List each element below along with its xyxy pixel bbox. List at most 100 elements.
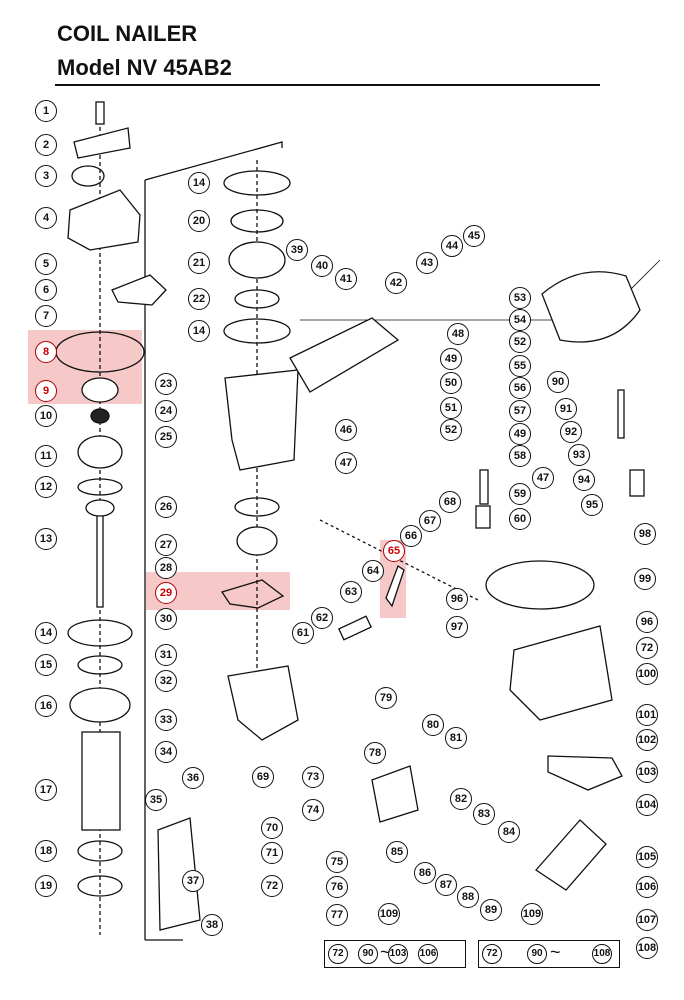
callout-part-96: 96: [446, 588, 468, 610]
part-105-feeder: [535, 819, 607, 891]
callout-part-101: 101: [636, 704, 658, 726]
callout-part-11: 11: [35, 445, 57, 467]
range-tilde: ~: [380, 942, 391, 962]
callout-part-77: 77: [326, 904, 348, 926]
callout-part-56: 56: [509, 377, 531, 399]
callout-part-83: 83: [473, 803, 495, 825]
part-4-cap: [67, 189, 141, 251]
callout-part-30: 30: [155, 608, 177, 630]
callout-part-94: 94: [573, 469, 595, 491]
callout-part-54: 54: [509, 309, 531, 331]
part-41-handle: [289, 317, 400, 393]
callout-part-17: 17: [35, 779, 57, 801]
callout-part-13: 13: [35, 528, 57, 550]
callout-part-19: 19: [35, 875, 57, 897]
part-99-reel-plate: [485, 560, 595, 610]
callout-part-62: 62: [311, 607, 333, 629]
part-9-valve-plate: [81, 377, 119, 403]
callout-part-89: 89: [480, 899, 502, 921]
set-item-90: 90: [527, 944, 547, 964]
callout-part-52: 52: [440, 419, 462, 441]
callout-part-23: 23: [155, 373, 177, 395]
callout-part-50: 50: [440, 372, 462, 394]
callout-part-48: 48: [447, 323, 469, 345]
callout-part-24: 24: [155, 400, 177, 422]
callout-part-91: 91: [555, 398, 577, 420]
part-10-bushing: [90, 408, 110, 424]
callout-part-63: 63: [340, 581, 362, 603]
callout-part-88: 88: [457, 886, 479, 908]
part-13-driver-blade: [96, 504, 104, 608]
callout-part-92: 92: [560, 421, 582, 443]
callout-part-73: 73: [302, 766, 324, 788]
callout-part-59: 59: [509, 483, 531, 505]
set-item-90: 90: [358, 944, 378, 964]
callout-part-32: 32: [155, 670, 177, 692]
callout-part-1: 1: [35, 100, 57, 122]
callout-part-104: 104: [636, 794, 658, 816]
callout-part-86: 86: [414, 862, 436, 884]
callout-part-6: 6: [35, 279, 57, 301]
callout-part-97: 97: [446, 616, 468, 638]
part-100-magazine-body: [509, 625, 613, 721]
callout-part-66: 66: [400, 525, 422, 547]
callout-part-49: 49: [509, 423, 531, 445]
callout-part-49: 49: [440, 348, 462, 370]
callout-part-80: 80: [422, 714, 444, 736]
part-17-cylinder: [81, 731, 121, 831]
part-24-body: [224, 369, 299, 471]
callout-part-93: 93: [568, 444, 590, 466]
callout-part-26: 26: [155, 496, 177, 518]
callout-part-14: 14: [35, 622, 57, 644]
callout-part-37: 37: [182, 870, 204, 892]
part-32-nose: [227, 665, 299, 741]
callout-part-76: 76: [326, 876, 348, 898]
range-tilde: ~: [550, 942, 561, 962]
callout-part-34: 34: [155, 741, 177, 763]
callout-part-78: 78: [364, 742, 386, 764]
callout-part-47: 47: [532, 467, 554, 489]
callout-part-100: 100: [636, 663, 658, 685]
part-95-spring: [629, 469, 645, 497]
part-20-o-ring: [230, 209, 284, 233]
callout-part-46: 46: [335, 419, 357, 441]
part-1-bolt: [95, 101, 105, 125]
callout-part-4: 4: [35, 207, 57, 229]
callout-part-84: 84: [498, 821, 520, 843]
callout-part-9: 9: [35, 380, 57, 402]
parts-set-box: [478, 940, 620, 968]
part-103-plate: [547, 755, 623, 791]
parts-set-box: [324, 940, 466, 968]
part-63-shaft: [338, 615, 372, 641]
part-14-o-ring-mid: [223, 318, 291, 344]
callout-part-68: 68: [439, 491, 461, 513]
callout-part-8: 8: [35, 341, 57, 363]
assembly-frame-line: [144, 141, 283, 181]
callout-part-109: 109: [521, 903, 543, 925]
callout-part-42: 42: [385, 272, 407, 294]
callout-part-60: 60: [509, 508, 531, 530]
callout-part-38: 38: [201, 914, 223, 936]
diagram-title: COIL NAILER: [57, 21, 198, 46]
callout-part-106: 106: [636, 876, 658, 898]
model-title: Model NV 45AB2: [57, 55, 232, 80]
callout-part-16: 16: [35, 695, 57, 717]
callout-part-10: 10: [35, 405, 57, 427]
title-underline: [55, 84, 600, 86]
part-11-piston-head: [77, 435, 123, 469]
callout-part-31: 31: [155, 644, 177, 666]
callout-part-3: 3: [35, 165, 57, 187]
callout-part-41: 41: [335, 268, 357, 290]
part-16-bumper: [69, 687, 131, 723]
set-item-72: 72: [482, 944, 502, 964]
callout-part-57: 57: [509, 400, 531, 422]
set-item-103: 103: [388, 944, 408, 964]
part-3-gasket: [71, 165, 105, 187]
callout-part-81: 81: [445, 727, 467, 749]
callout-part-21: 21: [188, 252, 210, 274]
part-22-o-ring: [234, 289, 280, 309]
part-78-trigger-assembly: [371, 765, 419, 823]
callout-part-40: 40: [311, 255, 333, 277]
callout-part-5: 5: [35, 253, 57, 275]
